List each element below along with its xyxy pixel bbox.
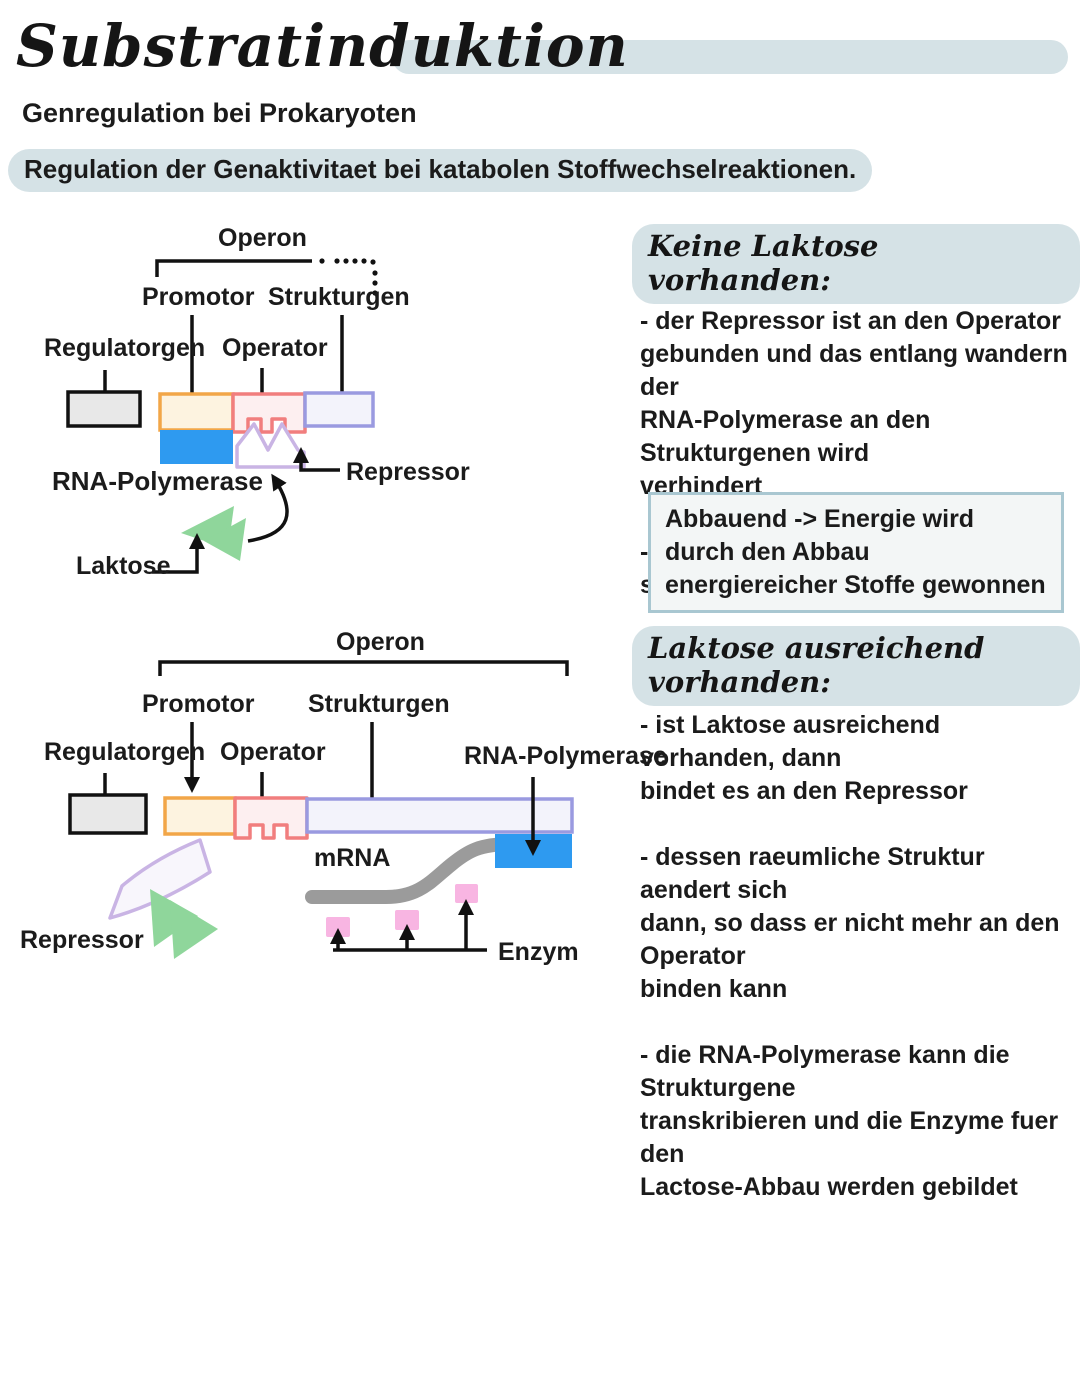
d2-repressor-label: Repressor (20, 926, 144, 954)
d2-operator-label: Operator (220, 738, 326, 766)
section2-heading-text: Laktose ausreichend vorhanden: (632, 626, 1080, 706)
d2-rna-polymerase-label: RNA-Polymerase (464, 742, 667, 770)
d1-promotor-label: Promotor (142, 283, 255, 311)
section1-bullet-1: - der Repressor ist an den Operator gebu… (640, 307, 1068, 500)
d1-operon-label: Operon (218, 224, 307, 252)
promoter-box-1 (158, 392, 235, 432)
page-title: Substratinduktion (16, 12, 629, 80)
repressor-shape-2 (108, 838, 212, 920)
d1-rna-polymerase-label: RNA-Polymerase (52, 466, 263, 496)
d1-repressor-label: Repressor (346, 458, 470, 486)
section2-bullet-1: - ist Laktose ausreichend vorhanden, dan… (640, 711, 968, 805)
regulator-gene-box-1 (66, 390, 142, 428)
section2-bullets: - ist Laktose ausreichend vorhanden, dan… (640, 676, 1078, 1237)
regulator-gene-box-2 (68, 793, 148, 835)
structural-gene-box-2 (305, 797, 574, 834)
operon-bracket-2 (158, 660, 569, 676)
d2-operon-label: Operon (336, 628, 425, 656)
d1-laktose-label: Laktose (76, 552, 171, 580)
operator-box-2 (233, 796, 309, 840)
d2-promotor-label: Promotor (142, 690, 255, 718)
enzyme-squares (326, 884, 478, 937)
arrow-repressor-1 (293, 447, 340, 472)
d1-operator-label: Operator (222, 334, 328, 362)
highlighted-statement-text: Regulation der Genaktivitaet bei katabol… (8, 149, 873, 192)
structural-gene-box-1 (303, 391, 375, 428)
d1-strukturgen-label: Strukturgen (268, 283, 410, 311)
page-subtitle: Genregulation bei Prokaryoten (22, 98, 417, 128)
operator-box-1 (231, 392, 307, 434)
d2-enzym-label: Enzym (498, 938, 579, 966)
rna-polymerase-box-1 (160, 430, 233, 464)
highlighted-statement: Regulation der Genaktivitaet bei katabol… (8, 149, 873, 192)
section2-bullet-3: - die RNA-Polymerase kann die Strukturge… (640, 1041, 1059, 1201)
promoter-box-2 (163, 796, 237, 836)
section1-heading-text: Keine Laktose vorhanden: (632, 224, 1080, 304)
energy-infobox: Abbauend -> Energie wird durch den Abbau… (648, 492, 1064, 613)
section2-heading: Laktose ausreichend vorhanden: (632, 626, 1080, 706)
d2-regulatorgen-label: Regulatorgen (44, 738, 206, 766)
d2-mrna-label: mRNA (314, 844, 391, 872)
section1-heading: Keine Laktose vorhanden: (632, 224, 1080, 304)
repressor-shape-1 (235, 422, 306, 469)
title-highlight-bar (392, 40, 1068, 74)
lactose-shape-2 (150, 889, 218, 959)
d1-regulatorgen-label: Regulatorgen (44, 334, 206, 362)
section2-bullet-2: - dessen raeumliche Struktur aendert sic… (640, 843, 1060, 1003)
operon-bracket-1 (155, 259, 312, 277)
d2-strukturgen-label: Strukturgen (308, 690, 450, 718)
rna-polymerase-box-2 (495, 834, 572, 868)
lactose-shape-1 (181, 506, 246, 561)
